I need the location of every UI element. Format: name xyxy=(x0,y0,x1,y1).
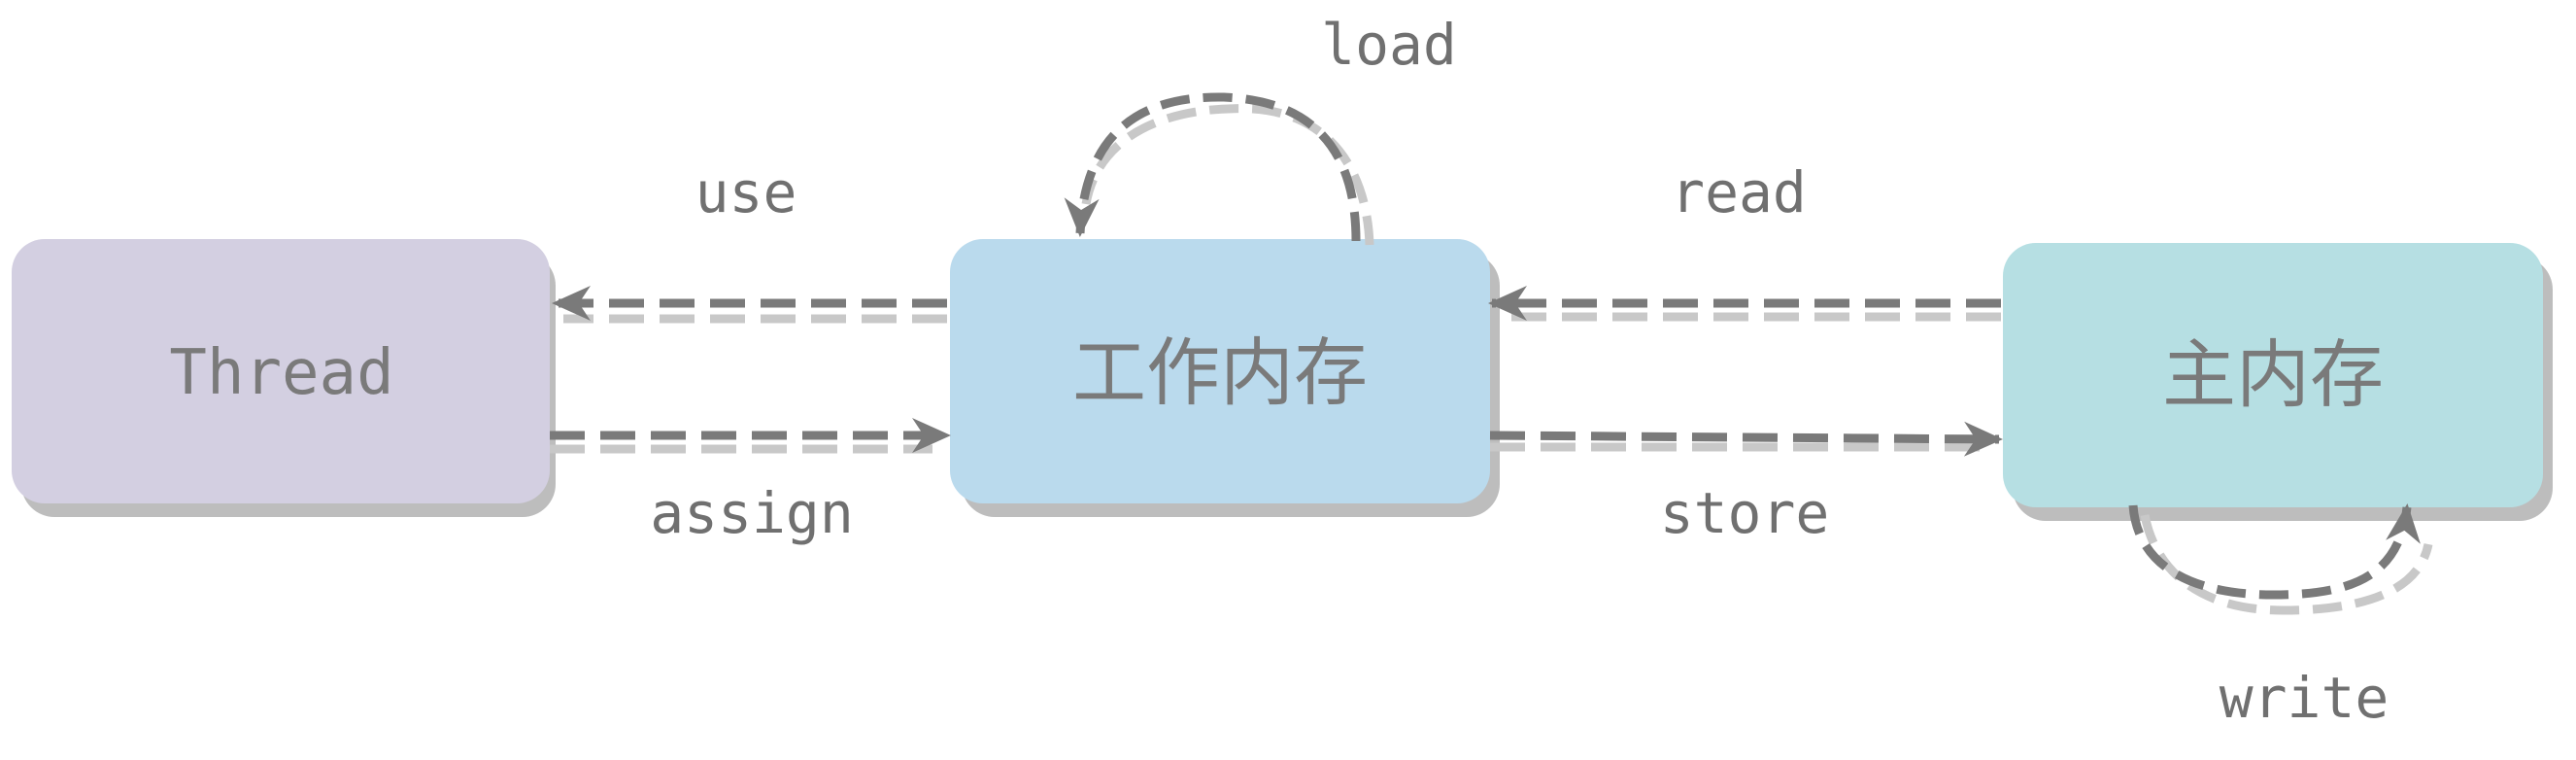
main-memory-node-box xyxy=(2003,243,2543,507)
main-memory-node-label: 主内存 xyxy=(2162,331,2384,418)
working-memory-node-box xyxy=(950,239,1490,503)
working-memory-node: 工作内存 xyxy=(950,239,1490,503)
thread-node-label: Thread xyxy=(169,337,393,409)
use-label: use xyxy=(695,159,797,225)
working-memory-node-label: 工作内存 xyxy=(1072,329,1368,416)
main-memory-node: 主内存 xyxy=(2003,243,2543,507)
thread-node: Thread xyxy=(12,239,550,503)
load-loop-arrow xyxy=(1064,92,1374,246)
assign-arrow xyxy=(550,418,951,454)
read-arrow xyxy=(1488,286,2001,322)
use-arrow xyxy=(552,286,947,324)
read-label: read xyxy=(1671,159,1807,225)
write-loop-arrow xyxy=(2128,503,2433,615)
store-label: store xyxy=(1660,480,1830,546)
assign-label: assign xyxy=(650,480,854,546)
load-label: load xyxy=(1321,12,1457,78)
store-arrow xyxy=(1489,421,2003,457)
thread-node-box xyxy=(12,239,550,503)
write-label: write xyxy=(2220,665,2390,731)
